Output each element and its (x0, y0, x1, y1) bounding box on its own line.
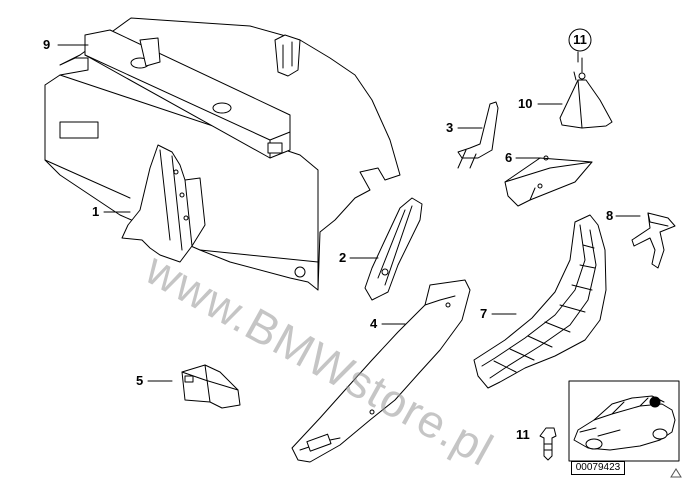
part-1-bracket (121, 144, 206, 263)
circled-callout-11 (568, 28, 592, 52)
part-2-post (364, 197, 423, 301)
part-11-fastener (539, 427, 557, 461)
callout-2: 2 (339, 250, 347, 265)
part-3-clip (457, 101, 499, 169)
part-10-flap (559, 57, 613, 129)
callout-10: 10 (518, 96, 533, 111)
callout-7: 7 (480, 306, 488, 321)
corner-triangle-icon (670, 468, 682, 478)
callout-9: 9 (43, 37, 51, 52)
part-9-cross-member (84, 29, 291, 159)
callout-4: 4 (370, 316, 378, 331)
part-7-trim (473, 214, 607, 389)
reference-number: 00079423 (571, 461, 625, 475)
leader-lines (57, 44, 641, 382)
location-marker (649, 396, 661, 408)
part-5-bracket (181, 364, 241, 409)
callout-1: 1 (92, 204, 100, 219)
callout-3: 3 (446, 120, 454, 135)
part-8-clip (631, 212, 676, 269)
callout-11-fastener: 11 (516, 427, 530, 442)
callout-8: 8 (606, 208, 614, 223)
part-4-rail (291, 279, 471, 463)
callout-5: 5 (136, 373, 144, 388)
part-6-plate (504, 155, 593, 207)
callout-6: 6 (505, 150, 513, 165)
part-9-rear-panel (44, 17, 401, 291)
callout-11-circled: 11 (573, 32, 587, 47)
